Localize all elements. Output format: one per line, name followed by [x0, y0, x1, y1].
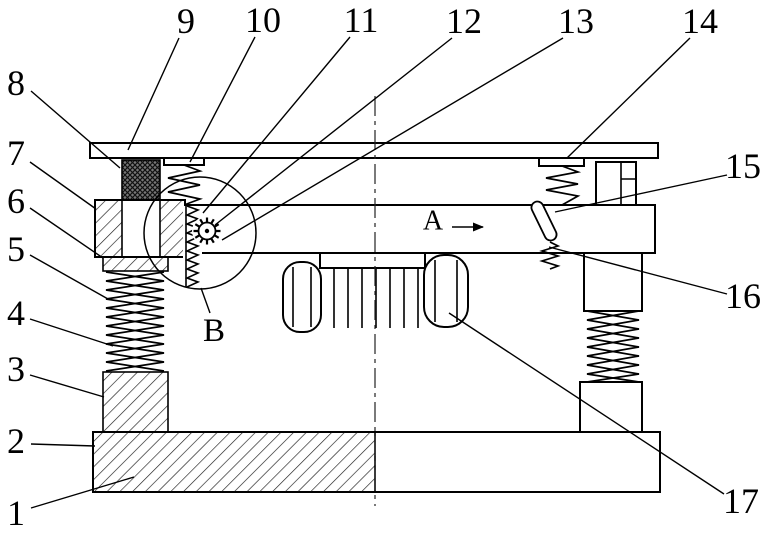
- view-a-label: A: [423, 206, 444, 237]
- part-label-14: 14: [682, 1, 718, 41]
- upper-left-spring: [163, 157, 205, 206]
- arrow-right-icon: [473, 222, 484, 232]
- left-spring-top-seat: [102, 256, 169, 272]
- leader-lines: [29, 36, 728, 509]
- gear: [192, 216, 222, 246]
- part-label-16: 16: [725, 276, 761, 316]
- part-label-15: 15: [725, 146, 761, 186]
- part-label-5: 5: [7, 229, 25, 269]
- part-label-13: 13: [558, 1, 594, 41]
- part-label-7: 7: [7, 133, 25, 173]
- part-label-1: 1: [7, 493, 25, 533]
- part-label-8: 8: [7, 63, 25, 103]
- part-label-10: 10: [245, 0, 281, 40]
- locking-pin: [530, 200, 558, 242]
- view-a-arrow: A: [423, 206, 484, 237]
- left-coil-spring: [105, 271, 165, 372]
- detail-b: B: [203, 313, 225, 349]
- part-label-9: 9: [177, 1, 195, 41]
- base-plate: [92, 431, 661, 493]
- right-support-column: [579, 252, 643, 433]
- part-label-4: 4: [7, 293, 25, 333]
- pin-spring: [539, 241, 561, 270]
- left-spring-bottom-block: [102, 371, 169, 433]
- detail-circle-b: [143, 176, 257, 314]
- part-label-17: 17: [723, 481, 759, 521]
- center-roller-unit: [282, 252, 469, 333]
- upper-right-block: [595, 161, 637, 206]
- part-label-6: 6: [7, 181, 25, 221]
- part-label-11: 11: [344, 0, 379, 40]
- detail-b-label: B: [203, 313, 225, 349]
- upper-right-spring: [538, 157, 585, 206]
- part-label-2: 2: [7, 421, 25, 461]
- part-label-12: 12: [446, 1, 482, 41]
- part-label-3: 3: [7, 349, 25, 389]
- punch-pad: [121, 159, 161, 201]
- part-labels: 1 2 3 4 5 6 7 8 9 10 11 12 13 14 15 16 1…: [7, 0, 761, 533]
